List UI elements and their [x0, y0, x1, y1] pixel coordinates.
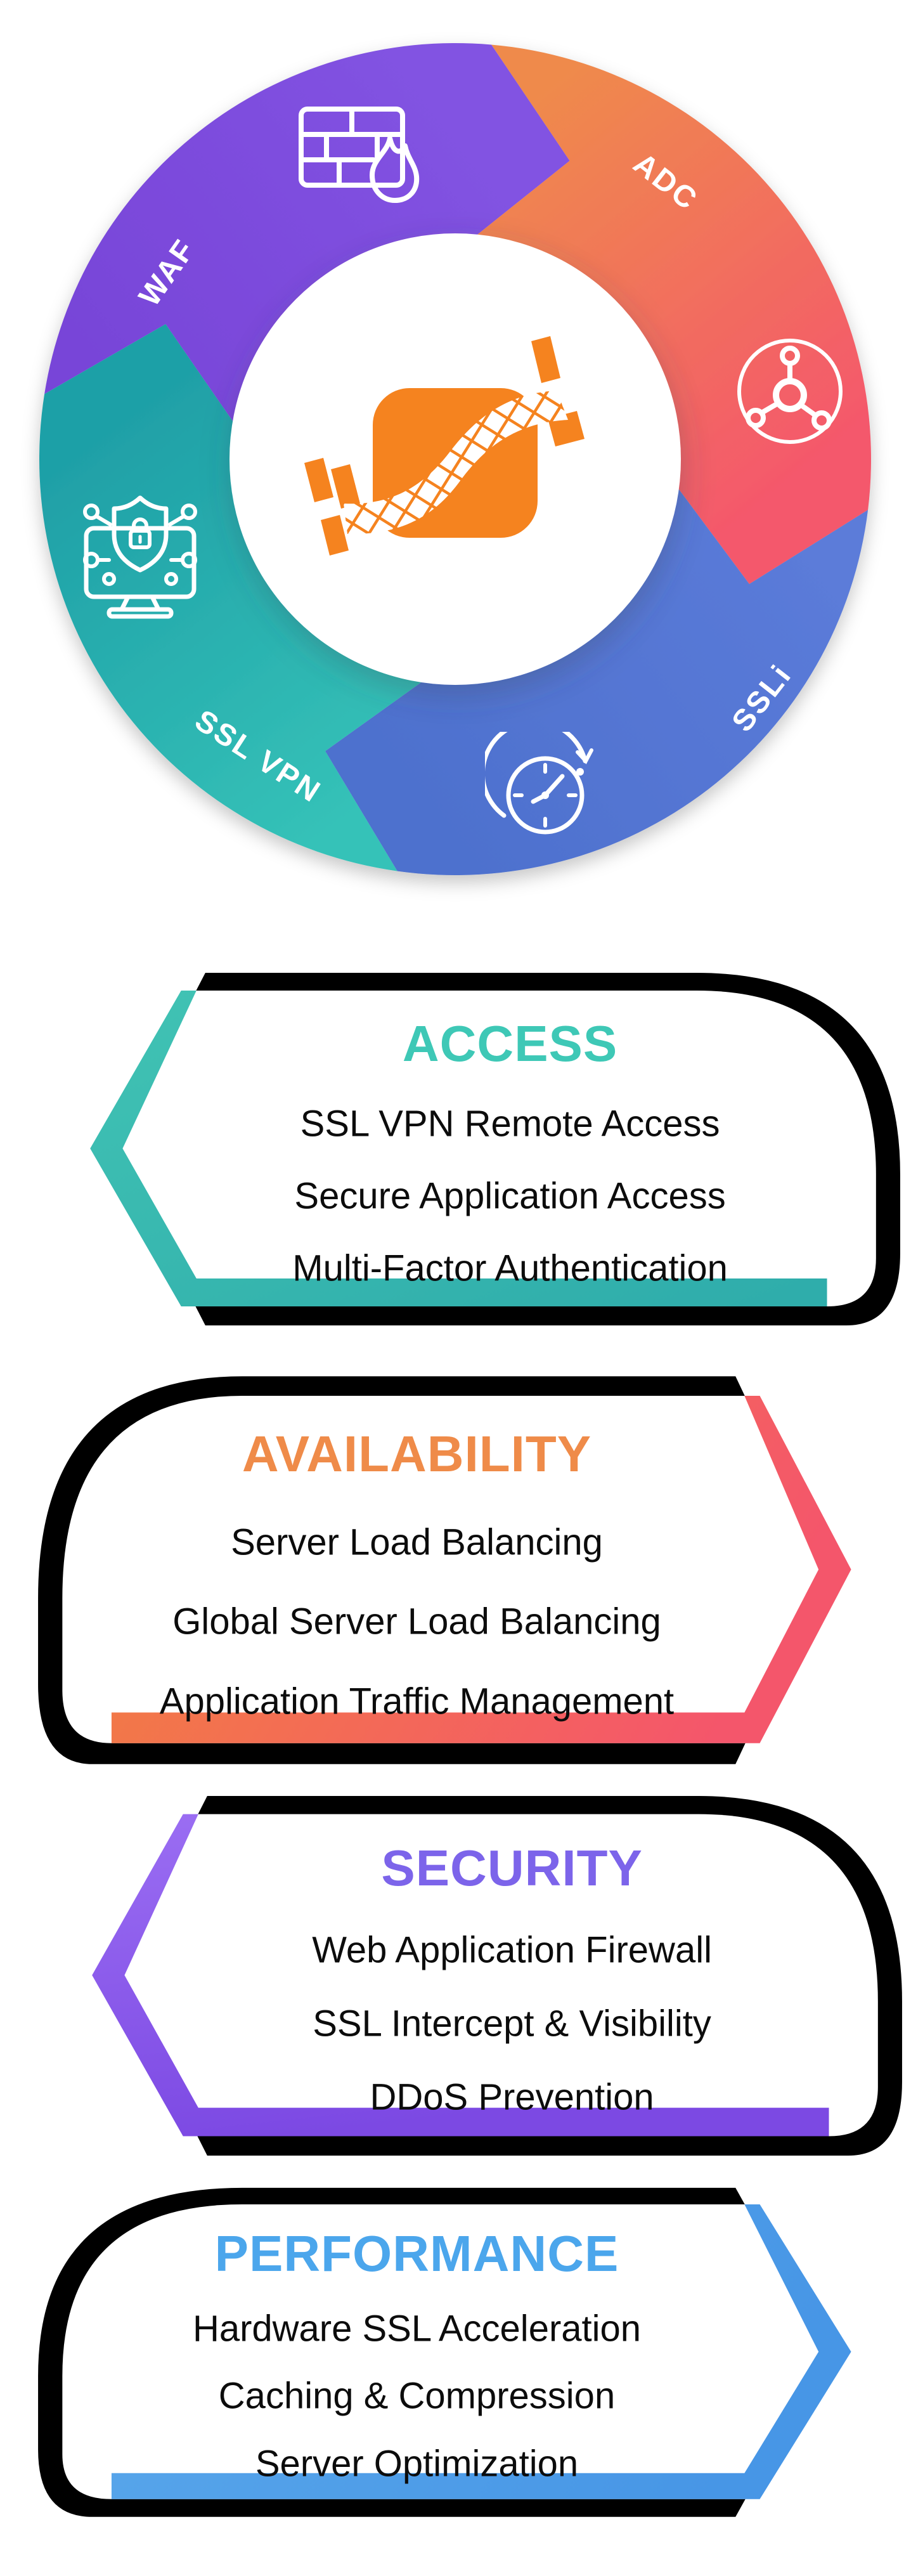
banner-performance: PERFORMANCE Hardware SSL Acceleration Ca… [32, 2187, 888, 2542]
banner-title: ACCESS [402, 1015, 618, 1072]
logo-ribbon [344, 391, 568, 535]
banner-item: Hardware SSL Acceleration [192, 2308, 642, 2350]
array-networks-logo [304, 336, 585, 556]
banner-availability-text: AVAILABILITY Server Load Balancing Globa… [58, 1375, 777, 1793]
ring-canvas [39, 43, 871, 875]
banner-item: Application Traffic Management [159, 1681, 675, 1722]
ring-segment-waf [44, 43, 570, 424]
clock-uptime-icon [485, 732, 593, 835]
banner-title: SECURITY [381, 1840, 643, 1897]
banner-access-text: ACCESS SSL VPN Remote Access Secure Appl… [131, 972, 889, 1352]
banner-security-shape [92, 1796, 902, 2156]
banner-item: SSL VPN Remote Access [300, 1103, 720, 1145]
banner-access-shape [90, 973, 900, 1325]
network-hub-icon [737, 339, 843, 444]
secure-monitor-icon [83, 495, 197, 619]
banner-performance-shape [38, 2187, 851, 2517]
banner-title: PERFORMANCE [214, 2225, 619, 2282]
banner-item: Global Server Load Balancing [172, 1601, 661, 1643]
banner-security-text: SECURITY Web Application Firewall SSL In… [132, 1795, 891, 2183]
banner-availability-shape [38, 1376, 851, 1764]
ring-segment-sslvpn [39, 324, 425, 871]
banner-performance-text: PERFORMANCE Hardware SSL Acceleration Ca… [58, 2187, 777, 2542]
banner-title: AVAILABILITY [242, 1426, 592, 1483]
banner-availability: AVAILABILITY Server Load Balancing Globa… [32, 1375, 888, 1793]
banner-item: Caching & Compression [218, 2375, 616, 2417]
banner-item: Server Optimization [255, 2443, 579, 2485]
banner-security: SECURITY Web Application Firewall SSL In… [56, 1795, 908, 2183]
banner-item: SSL Intercept & Visibility [313, 2003, 711, 2045]
ring-segment-adc [474, 44, 871, 584]
banner-item: DDoS Prevention [370, 2076, 654, 2118]
banner-item: Web Application Firewall [312, 1929, 712, 1971]
product-ring: WAF ADC SSLi SSL VPN [0, 0, 911, 920]
banner-item: Server Load Balancing [231, 1521, 603, 1563]
banner-item: Multi-Factor Authentication [292, 1247, 728, 1289]
firewall-icon [299, 107, 420, 203]
banner-access: ACCESS SSL VPN Remote Access Secure Appl… [54, 972, 907, 1352]
ring-segment-ssli [325, 486, 869, 875]
ring-segments [39, 43, 871, 875]
banner-item: Secure Application Access [294, 1175, 726, 1217]
